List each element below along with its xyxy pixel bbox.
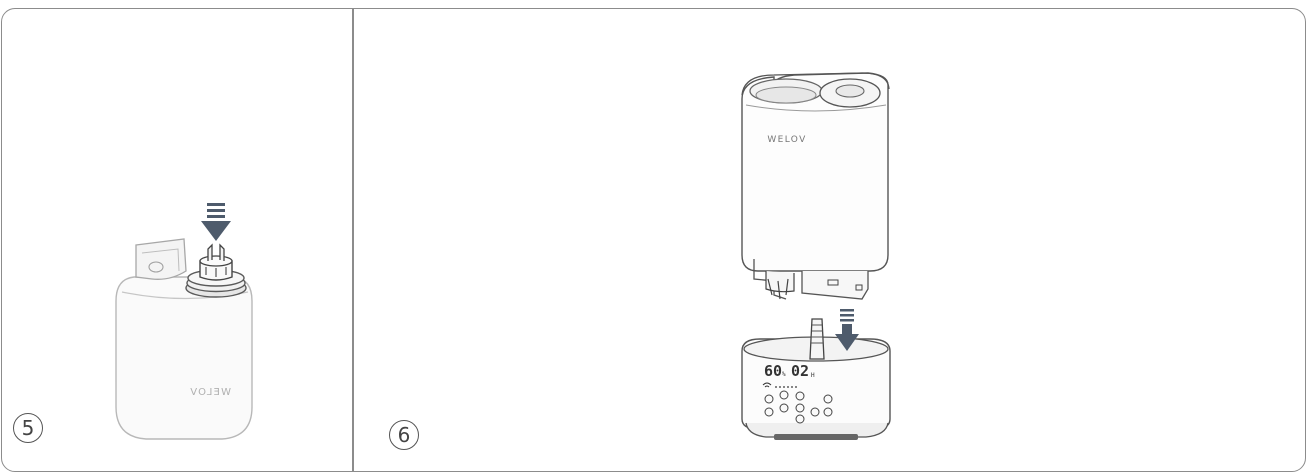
- humidity-readout: 60: [764, 362, 782, 380]
- control-button[interactable]: [824, 395, 832, 403]
- step-6-illustration: WELOV 6: [354, 9, 1305, 472]
- control-button[interactable]: [796, 392, 804, 400]
- control-button[interactable]: [796, 415, 804, 423]
- timer-readout: 02: [791, 362, 809, 380]
- step-number-5: 5: [13, 413, 43, 443]
- tank-brand-mirrored: WELOV: [189, 387, 231, 398]
- tank-brand-label: WELOV: [767, 135, 806, 145]
- control-button[interactable]: [796, 404, 804, 412]
- step-6-panel: WELOV 6: [354, 9, 1305, 471]
- control-button[interactable]: [765, 408, 773, 416]
- control-button[interactable]: [824, 408, 832, 416]
- control-button[interactable]: [780, 391, 788, 399]
- humidity-unit: %: [782, 371, 786, 378]
- step-number-6: 6: [389, 420, 419, 450]
- control-button[interactable]: [780, 404, 788, 412]
- water-tank-body: [116, 277, 252, 439]
- step-5-panel: WELOV 5: [2, 9, 352, 471]
- timer-unit: H: [811, 372, 815, 379]
- control-button[interactable]: [765, 395, 773, 403]
- down-arrow-icon: [201, 203, 231, 241]
- instruction-frame: WELOV 5 WELOV: [1, 8, 1306, 472]
- control-button[interactable]: [811, 408, 819, 416]
- step-5-illustration: WELOV: [2, 9, 352, 472]
